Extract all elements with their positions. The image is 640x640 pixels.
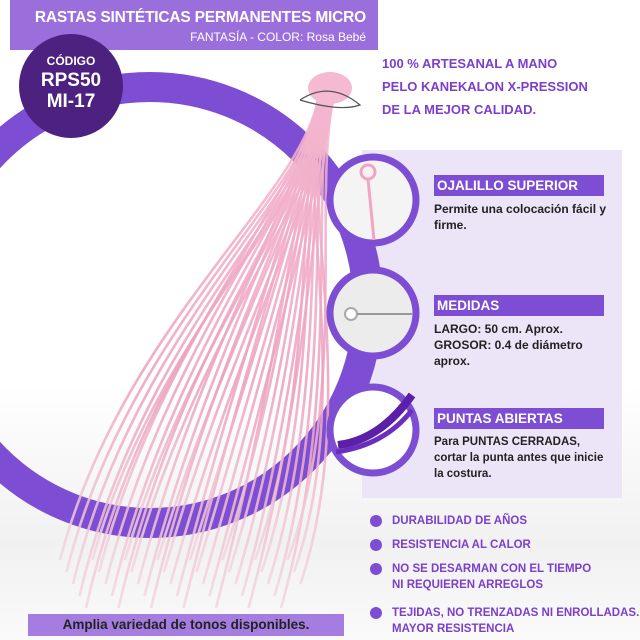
feature-label: PUNTAS ABIERTAS [434, 408, 604, 429]
feature-medidas: MEDIDAS LARGO: 50 cm. Aprox. GROSOR: 0.4… [434, 295, 614, 369]
bullet-text: DURABILIDAD DE AÑOS [392, 515, 528, 527]
hair-strand [136, 99, 320, 585]
header-banner: RASTAS SINTÉTICAS PERMANENTES MICRO FANT… [10, 0, 378, 50]
hair-top-bundle [308, 72, 352, 104]
hair-strand [299, 99, 330, 585]
bullet-text: TEJIDAS, NO TRENZADAS NI ENROLLADAS. [392, 607, 640, 619]
hair-strand [273, 99, 329, 597]
bullet-dot-icon [370, 607, 382, 619]
code-line-2: MI-17 [46, 91, 96, 112]
product-subtitle: FANTASÍA - COLOR: Rosa Bebé [190, 30, 366, 44]
product-title: RASTAS SINTÉTICAS PERMANENTES MICRO [34, 9, 366, 26]
feature-label: MEDIDAS [434, 295, 604, 316]
bullet-dot-icon [370, 515, 382, 527]
hair-loop-wire [299, 90, 362, 109]
hair-strand [175, 99, 320, 597]
hair-strand [214, 99, 320, 609]
feature-label: OJALILLO SUPERIOR [434, 175, 604, 196]
feature-text: LARGO: 50 cm. Aprox. GROSOR: 0.4 de diám… [434, 321, 614, 369]
hair-strand [253, 99, 320, 561]
variety-banner: Amplia variedad de tonos disponibles. [28, 614, 344, 636]
bullet-item: DURABILIDAD DE AÑOS [370, 513, 527, 529]
feature-line: LARGO: 50 cm. Aprox. [434, 322, 563, 336]
code-label: CÓDIGO [46, 54, 96, 68]
feature-text: Para PUNTAS CERRADAS, cortar la punta an… [434, 436, 604, 480]
detail-circle-puntas [326, 383, 420, 477]
feature-puntas: PUNTAS ABIERTAS Para PUNTAS CERRADAS, co… [434, 408, 614, 482]
bullet-text: RESISTENCIA AL CALOR [392, 539, 531, 551]
bullet-text: NO SE DESARMAN CON EL TIEMPO [392, 563, 592, 575]
bullet-dot-icon [370, 563, 382, 575]
intro-line: 100 % ARTESANAL A MANO [382, 56, 558, 71]
bullet-item: NO SE DESARMAN CON EL TIEMPO NI REQUIEREN… [370, 561, 591, 593]
bullet-text: NI REQUIEREN ARREGLOS [392, 579, 544, 591]
feature-text: Permite una colocación fácil y firme. [434, 202, 607, 232]
intro-line: PELO KANEKALON X-PRESSION [382, 79, 588, 94]
bullet-item: TEJIDAS, NO TRENZADAS NI ENROLLADAS. MAYO… [370, 605, 639, 637]
bullet-item: RESISTENCIA AL CALOR [370, 537, 531, 553]
feature-line: GROSOR: 0.4 de diámetro aprox. [434, 338, 583, 368]
hair-strand [292, 99, 324, 573]
bullet-text: MAYOR RESISTENCIA [392, 623, 515, 635]
intro-line: DE LA MEJOR CALIDAD. [382, 102, 537, 117]
hair-strand [58, 99, 320, 561]
bullet-dot-icon [370, 539, 382, 551]
detail-circle-ojalillo [326, 153, 420, 247]
product-code-badge: CÓDIGO RPS50 MI-17 [19, 34, 123, 138]
detail-circle-medidas [326, 266, 420, 360]
feature-ojalillo: OJALILLO SUPERIOR Permite una colocación… [434, 175, 614, 233]
code-line-1: RPS50 [40, 70, 102, 91]
hair-strand [97, 99, 320, 573]
hair-strands [58, 99, 335, 609]
intro-text: 100 % ARTESANAL A MANO PELO KANEKALON X-… [382, 52, 588, 121]
